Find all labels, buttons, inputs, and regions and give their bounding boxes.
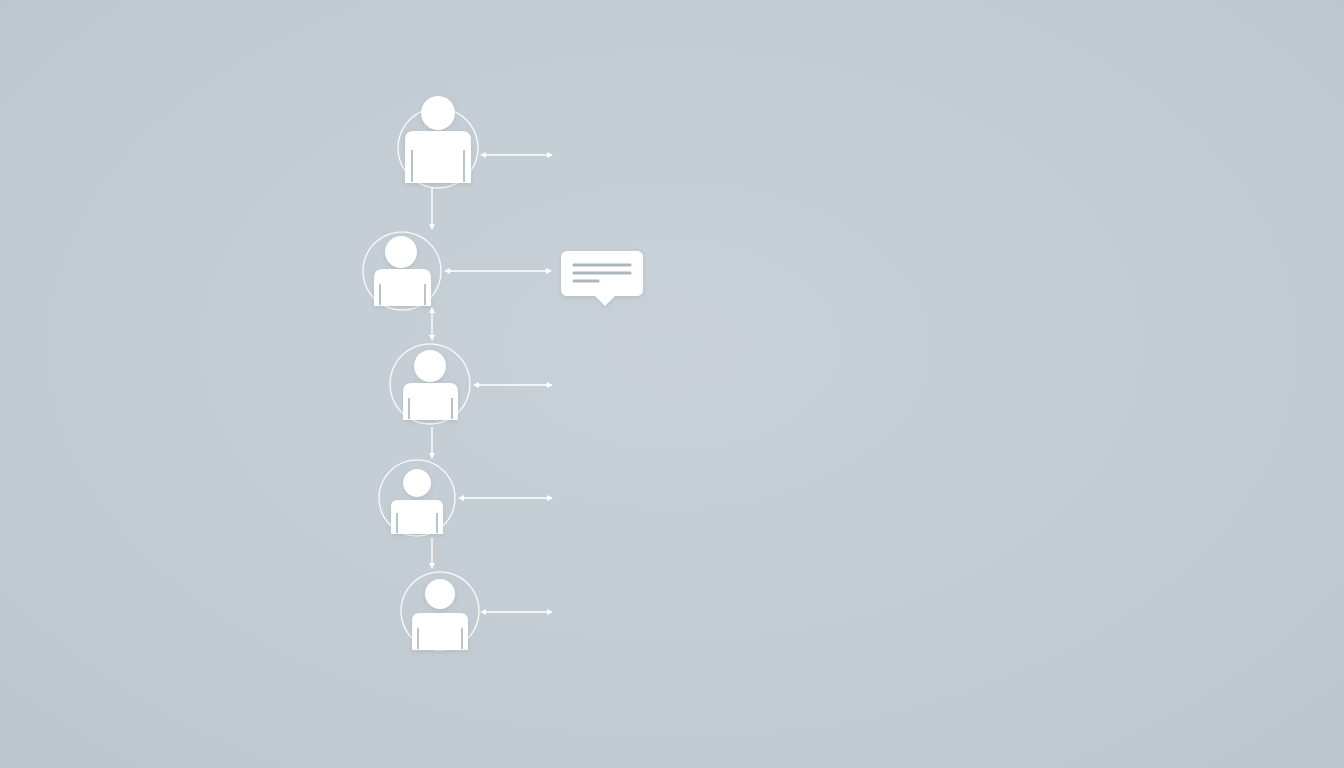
person-node-3[interactable] <box>389 343 471 425</box>
node-ring <box>378 459 456 537</box>
person-node-2[interactable] <box>362 231 442 311</box>
chat-bubble-icon[interactable] <box>561 251 643 306</box>
person-icon <box>412 579 468 650</box>
person-icon <box>374 236 431 306</box>
person-icon <box>391 469 443 534</box>
person-icon <box>405 96 471 183</box>
node-ring <box>389 343 471 425</box>
person-node-5[interactable] <box>400 571 480 651</box>
person-node-1[interactable] <box>397 96 479 189</box>
person-node-4[interactable] <box>378 459 456 537</box>
person-icon <box>403 350 458 420</box>
node-ring <box>362 231 442 311</box>
